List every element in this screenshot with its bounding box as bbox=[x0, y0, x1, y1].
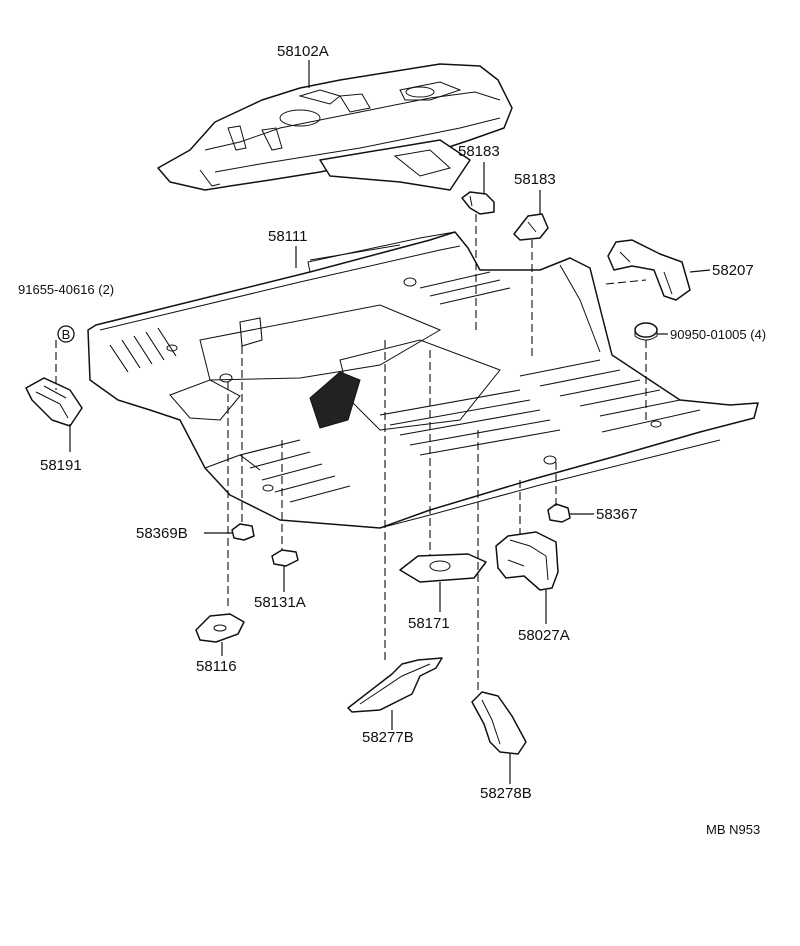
part-90950-drawing bbox=[634, 322, 658, 341]
dashed-guides bbox=[55, 214, 647, 692]
label-58131A: 58131A bbox=[254, 594, 306, 611]
part-58367-drawing bbox=[547, 503, 571, 523]
part-58277B-drawing bbox=[347, 657, 443, 713]
label-58367: 58367 bbox=[596, 506, 638, 523]
label-58102A: 58102A bbox=[277, 43, 329, 60]
label-58183-right: 58183 bbox=[514, 171, 556, 188]
part-58191-drawing bbox=[25, 377, 83, 427]
part-58131A-drawing bbox=[271, 549, 299, 567]
label-58191: 58191 bbox=[40, 457, 82, 474]
label-58111: 58111 bbox=[268, 228, 308, 245]
part-labels: 58102A 58183 58183 58111 58207 91655-406… bbox=[18, 43, 766, 837]
part-58369B-drawing bbox=[231, 523, 255, 541]
part-58111-drawing bbox=[87, 231, 759, 529]
part-58171-drawing bbox=[399, 553, 487, 583]
label-58278B: 58278B bbox=[480, 785, 532, 802]
label-58183-left: 58183 bbox=[458, 143, 500, 160]
bolt-marker-B: B bbox=[57, 325, 75, 343]
label-58207: 58207 bbox=[712, 262, 754, 279]
label-58171: 58171 bbox=[408, 615, 450, 632]
part-58278B-drawing bbox=[471, 691, 527, 755]
label-58369B: 58369B bbox=[136, 525, 188, 542]
label-90950-01005: 90950-01005 (4) bbox=[670, 327, 766, 342]
label-58027A: 58027A bbox=[518, 627, 570, 644]
svg-text:B: B bbox=[62, 327, 71, 342]
leader-lines bbox=[69, 60, 711, 784]
part-58183-left-drawing bbox=[461, 191, 495, 215]
part-58027A-drawing bbox=[495, 531, 559, 591]
label-91655-40616: 91655-40616 (2) bbox=[18, 282, 114, 297]
label-58277B: 58277B bbox=[362, 729, 414, 746]
drawing-code: MB N953 bbox=[706, 822, 760, 837]
part-58183-right-drawing bbox=[513, 213, 549, 241]
part-58116-drawing bbox=[195, 613, 245, 643]
part-58102A-drawing bbox=[157, 63, 513, 191]
label-58116: 58116 bbox=[196, 658, 237, 675]
part-58207-drawing bbox=[607, 239, 691, 301]
